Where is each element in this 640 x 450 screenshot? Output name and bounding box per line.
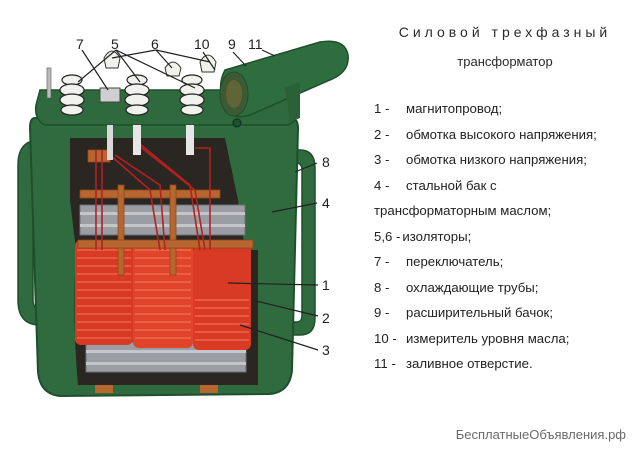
oil-level-gauge	[232, 118, 242, 128]
legend-item-4: 4 - стальной бак с	[374, 173, 640, 199]
windings	[75, 240, 251, 350]
legend-number: 11 -	[374, 356, 396, 372]
legend-number: 4 -	[374, 177, 390, 193]
legend-text: переключатель;	[406, 254, 504, 270]
callout-10: 10	[194, 36, 210, 52]
callout-7: 7	[76, 36, 84, 52]
legend-number: 5,6 -	[374, 228, 401, 244]
legend-number: 10 -	[374, 330, 397, 346]
legend-item-2: 2 - обмотка высокого напряжения;	[374, 122, 640, 148]
legend-item-8: 8 - охлаждающие трубы;	[374, 275, 640, 301]
diagram-title: Силовой трехфазный трансформатор	[370, 24, 640, 69]
watermark: БесплатныеОбъявления.рф	[455, 427, 626, 442]
insulators-high-voltage	[59, 74, 205, 116]
callout-9: 9	[228, 36, 236, 52]
title-line-2: трансформатор	[457, 54, 553, 69]
callout-3: 3	[322, 342, 330, 358]
callout-2: 2	[322, 310, 330, 326]
legend-text: заливное отверстие.	[406, 356, 533, 372]
legend-text: охлаждающие трубы;	[406, 279, 539, 295]
callout-11: 11	[248, 36, 263, 52]
legend-text: изоляторы;	[402, 228, 472, 244]
legend: 1 - магнитопровод; 2 - обмотка высокого на…	[374, 96, 640, 377]
legend-text: обмотка низкого напряжения;	[406, 152, 587, 168]
callout-4: 4	[322, 195, 330, 211]
callout-6: 6	[151, 36, 159, 52]
legend-item-5-6: 5,6 -изоляторы;	[374, 224, 640, 250]
legend-text: измеритель уровня масла;	[406, 330, 570, 346]
legend-number: 3 -	[374, 152, 390, 168]
legend-number: 2 -	[374, 126, 390, 142]
legend-text: магнитопровод;	[406, 101, 503, 117]
legend-item-1: 1 - магнитопровод;	[374, 96, 640, 122]
legend-item-3: 3 - обмотка низкого напряжения;	[374, 147, 640, 173]
callout-5: 5	[111, 36, 119, 52]
legend-item-4-cont: трансформаторным маслом;	[374, 198, 640, 224]
legend-text: расширительный бачок;	[406, 305, 553, 321]
legend-number: 8 -	[374, 279, 390, 295]
legend-text: стальной бак с	[406, 177, 497, 193]
legend-item-7: 7 - переключатель;	[374, 249, 640, 275]
legend-item-10: 10 - измеритель уровня масла;	[374, 326, 640, 352]
expansion-tank	[219, 40, 349, 122]
legend-item-9: 9 - расширительный бачок;	[374, 300, 640, 326]
title-line-1: Силовой трехфазный	[398, 24, 612, 40]
callout-lines	[77, 49, 319, 351]
legend-number: 1 -	[374, 101, 390, 117]
legend-item-11: 11 - заливное отверстие.	[374, 351, 640, 377]
callout-8: 8	[322, 154, 330, 170]
legend-text: трансформаторным маслом;	[374, 203, 552, 219]
legend-text: обмотка высокого напряжения;	[406, 126, 597, 142]
legend-number: 9 -	[374, 305, 390, 321]
callout-1: 1	[322, 277, 330, 293]
transformer-illustration	[17, 40, 349, 398]
winding-leads	[95, 139, 211, 251]
legend-number: 7 -	[374, 254, 390, 270]
tap-changer	[99, 87, 121, 103]
